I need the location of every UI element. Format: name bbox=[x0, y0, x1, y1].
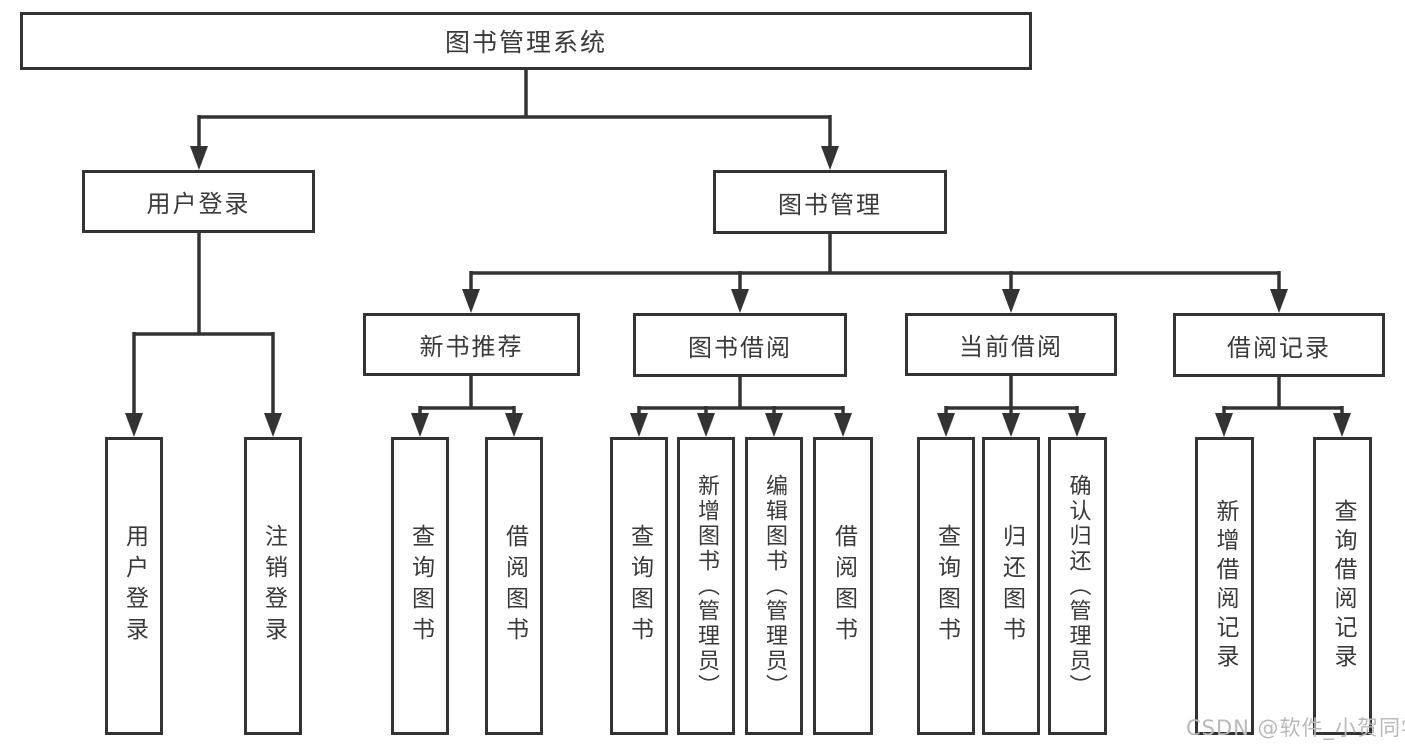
leaf-borrow-book-recommend: 借阅图书 bbox=[485, 437, 543, 735]
node-book-management: 图书管理 bbox=[713, 170, 947, 234]
leaf-query-borrow-record: 查询借阅记录 bbox=[1313, 437, 1372, 735]
leaf-label: 归还图书 bbox=[998, 524, 1025, 648]
connector-current-borrow-children bbox=[937, 375, 1086, 437]
leaf-add-borrow-record: 新增借阅记录 bbox=[1195, 437, 1254, 735]
node-label: 借阅记录 bbox=[1227, 333, 1331, 362]
node-label: 图书管理 bbox=[778, 190, 882, 219]
leaf-query-book-current: 查询图书 bbox=[917, 437, 975, 735]
connector-new-book-recommend-children bbox=[411, 375, 523, 437]
leaf-query-book-borrow: 查询图书 bbox=[610, 437, 668, 735]
leaf-return-book: 归还图书 bbox=[982, 437, 1040, 735]
leaf-label: 新增借阅记录 bbox=[1212, 499, 1238, 673]
node-label: 当前借阅 bbox=[959, 333, 1063, 361]
leaf-label: 借阅图书 bbox=[501, 524, 528, 648]
leaf-user-login: 用户登录 bbox=[105, 437, 163, 735]
node-user-login: 用户登录 bbox=[82, 170, 315, 233]
node-root: 图书管理系统 bbox=[20, 12, 1032, 70]
node-label: 图书借阅 bbox=[688, 333, 792, 362]
leaf-borrow-book: 借阅图书 bbox=[813, 437, 873, 735]
leaf-label: 新增图书（管理员） bbox=[694, 473, 719, 699]
leaf-add-book-admin: 新增图书（管理员） bbox=[677, 437, 735, 735]
leaf-label: 确认归还（管理员） bbox=[1065, 473, 1091, 699]
leaf-label: 借阅图书 bbox=[830, 524, 857, 648]
leaf-label: 查询图书 bbox=[626, 524, 653, 648]
leaf-label: 注销登录 bbox=[260, 524, 287, 648]
connector-user-login-children bbox=[125, 232, 282, 437]
leaf-label: 查询图书 bbox=[933, 524, 960, 648]
connector-book-borrow-children bbox=[630, 375, 852, 437]
node-label: 用户登录 bbox=[146, 190, 251, 218]
connector-borrow-record-children bbox=[1215, 375, 1351, 437]
node-current-borrow: 当前借阅 bbox=[905, 313, 1117, 376]
leaf-label: 查询图书 bbox=[407, 524, 434, 648]
node-label: 新书推荐 bbox=[419, 333, 524, 361]
watermark: CSDN @软件_小贺同学 bbox=[1186, 716, 1405, 740]
leaf-label: 用户登录 bbox=[121, 524, 148, 648]
leaf-edit-book-admin: 编辑图书（管理员） bbox=[745, 437, 803, 735]
node-borrow-record: 借阅记录 bbox=[1173, 313, 1385, 377]
leaf-logout: 注销登录 bbox=[244, 437, 302, 735]
connector-book-management-children bbox=[462, 233, 1288, 313]
node-new-book-recommend: 新书推荐 bbox=[363, 313, 580, 376]
leaf-query-book-recommend: 查询图书 bbox=[391, 437, 449, 735]
node-book-borrow: 图书借阅 bbox=[633, 313, 847, 377]
connector-root-to-level2 bbox=[190, 69, 839, 170]
leaf-confirm-return-admin: 确认归还（管理员） bbox=[1048, 437, 1107, 735]
leaf-label: 查询借阅记录 bbox=[1330, 499, 1356, 673]
node-label: 图书管理系统 bbox=[444, 28, 607, 57]
leaf-label: 编辑图书（管理员） bbox=[762, 473, 787, 699]
